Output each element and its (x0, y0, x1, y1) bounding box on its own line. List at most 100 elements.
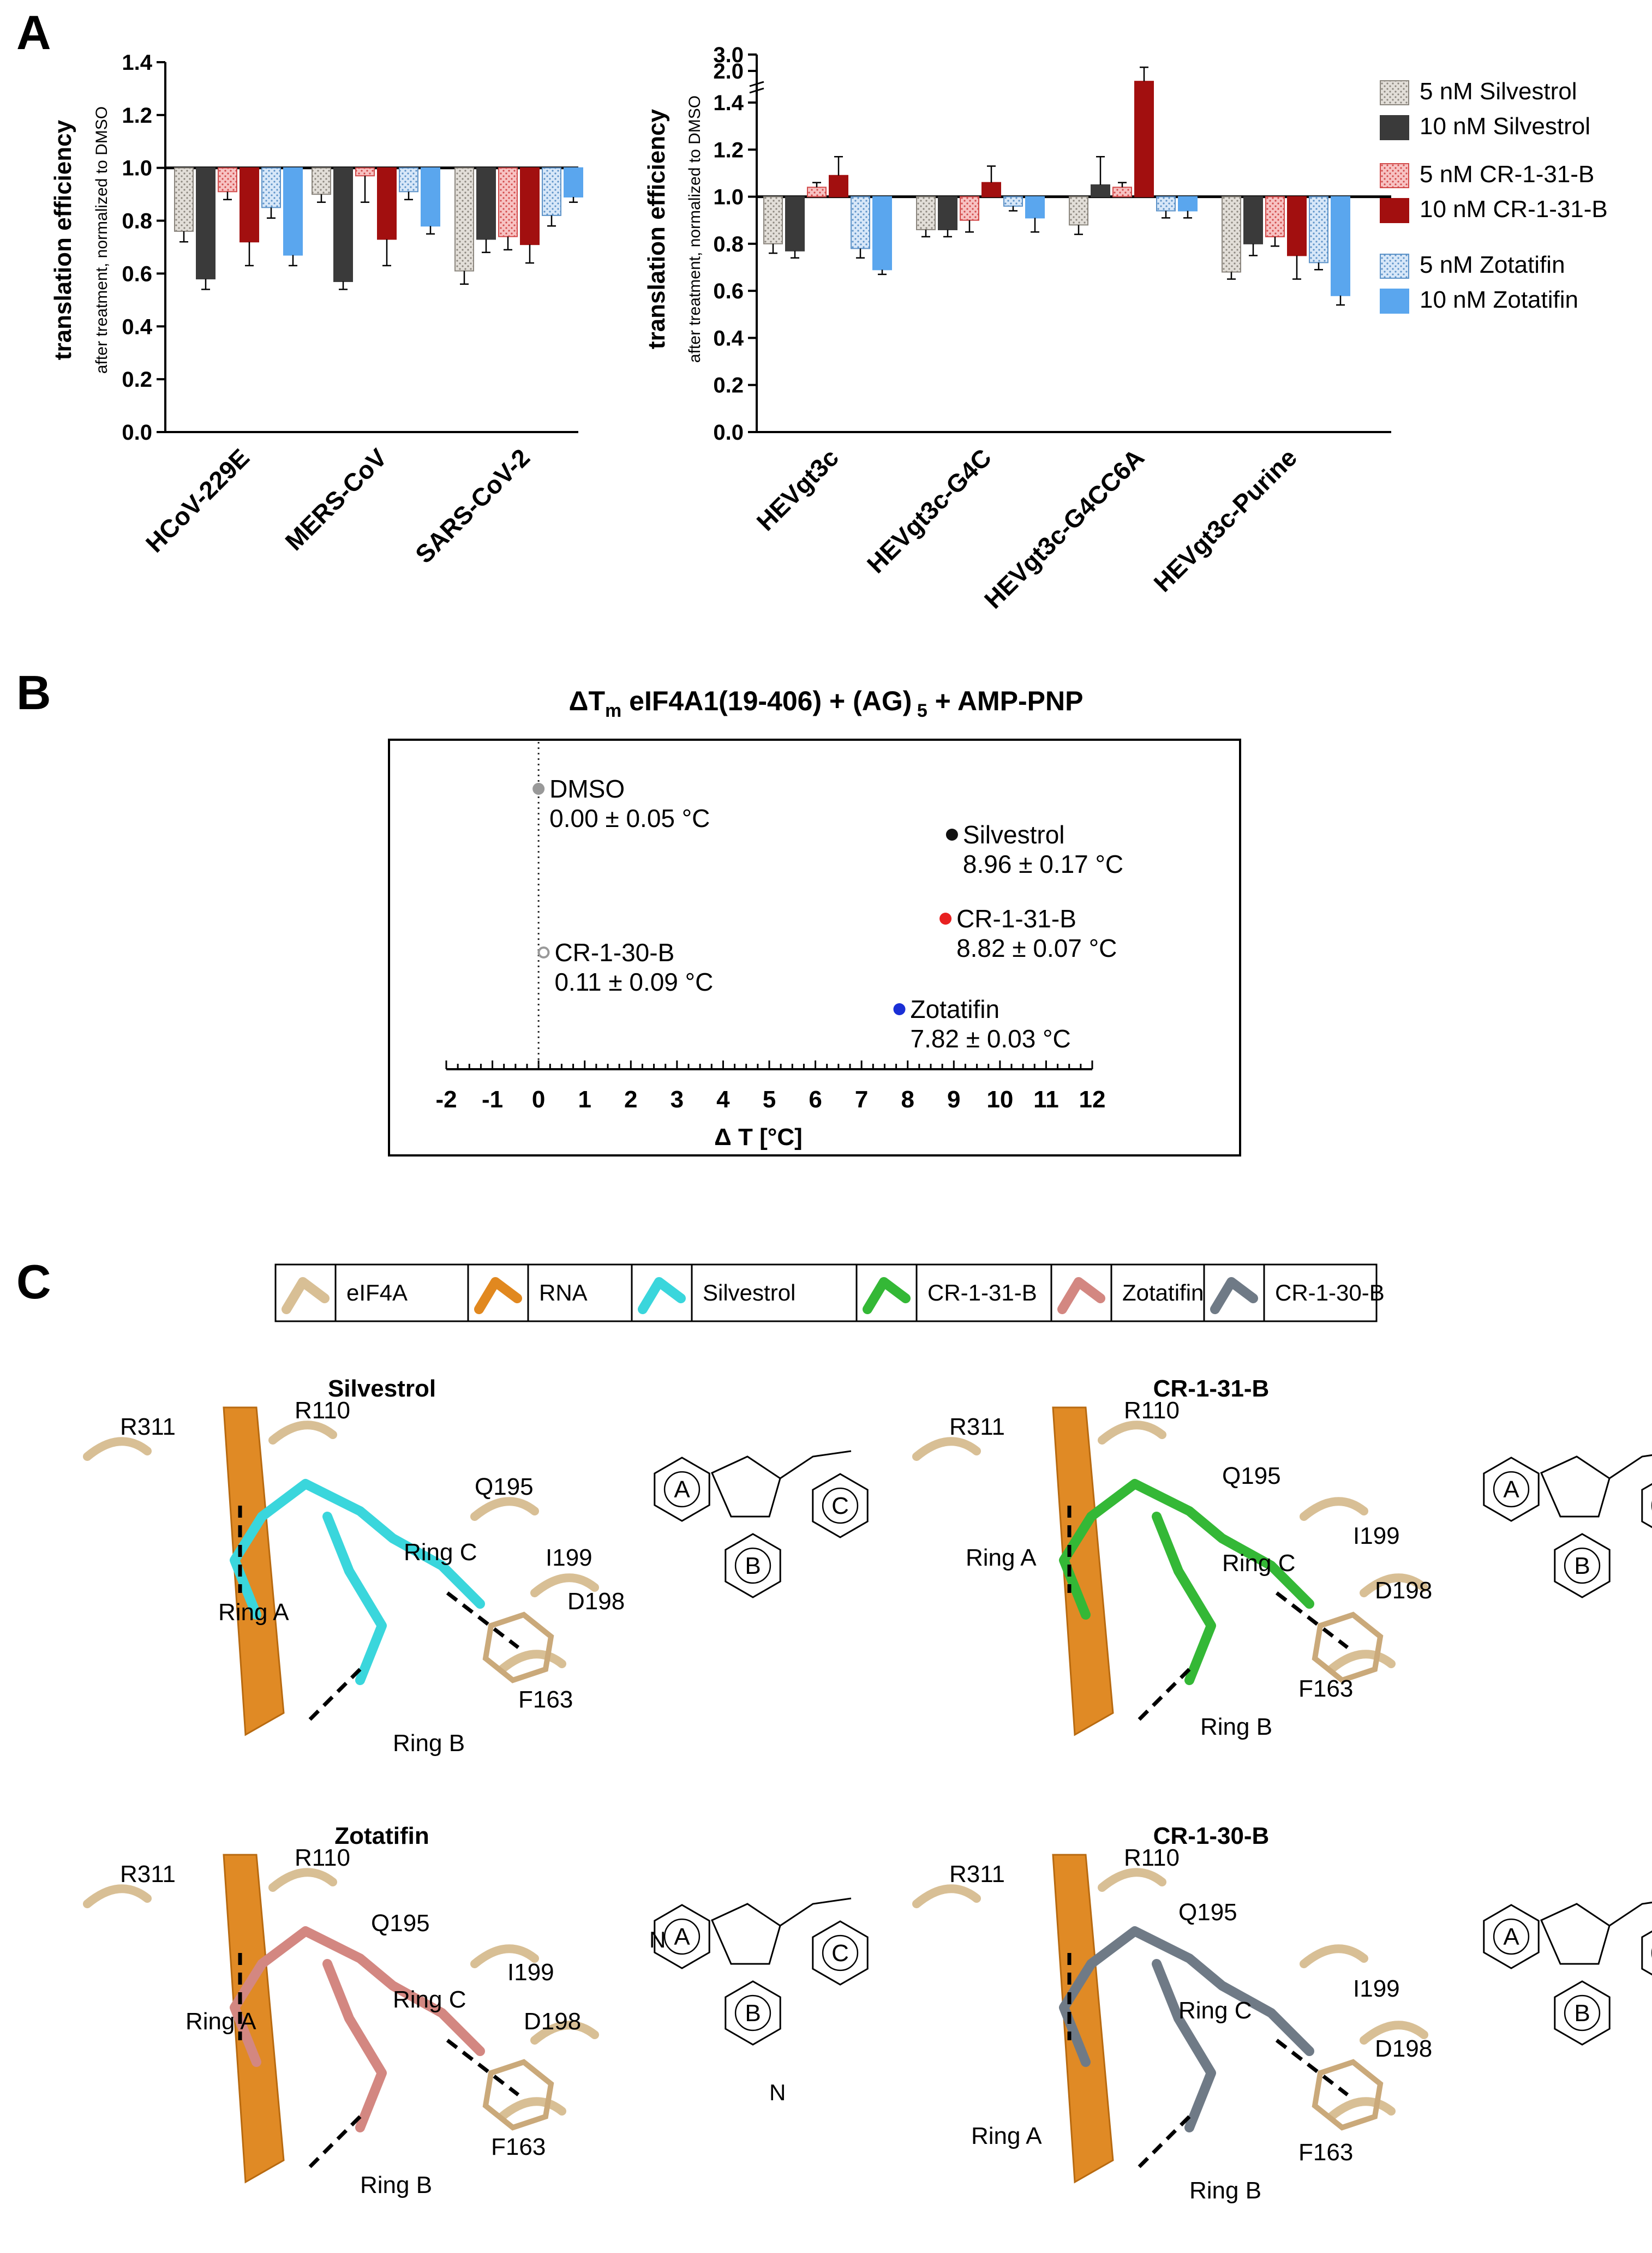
protein-residue (498, 2097, 566, 2121)
category-label: HCoV-229E (140, 443, 255, 558)
chem-ring (725, 1533, 781, 1598)
data-point (939, 913, 952, 925)
chem-ring-label: B (1574, 1553, 1590, 1579)
x-tick-label: 6 (809, 1086, 822, 1113)
bar (520, 167, 540, 245)
stacking-interaction (446, 2039, 520, 2096)
stacking-interaction (1275, 1591, 1349, 1649)
chem-ring-label-circle (663, 1918, 701, 1955)
point-label: CR-1-31-B (956, 904, 1076, 933)
x-tick-label: 3 (671, 1086, 684, 1113)
bar (872, 196, 892, 271)
key-label: Zotatifin (1122, 1280, 1204, 1305)
legend-label: 10 nM Zotatifin (1420, 286, 1578, 313)
residue-label: Ring C (1178, 1997, 1252, 2024)
residue-label: I199 (507, 1959, 554, 1986)
f163-ring (482, 1611, 554, 1683)
category-label: HEVgt3c-Purine (1148, 443, 1302, 597)
y-tick-label: 0.2 (122, 368, 152, 392)
chem-core (1540, 1903, 1611, 1965)
chem-ring-label: B (1574, 2000, 1590, 2027)
chem-ring-label: B (745, 1553, 761, 1579)
bar (785, 196, 805, 251)
stacking-interaction (1133, 2115, 1191, 2173)
protein-residue (1327, 1650, 1396, 1674)
bar (174, 167, 194, 232)
x-tick-label: 12 (1079, 1086, 1106, 1113)
residue-label: R110 (295, 1397, 350, 1424)
residue-label: R110 (1124, 1397, 1180, 1424)
y-tick-label: 3.0 (713, 43, 744, 67)
category-label: HEVgt3c (751, 443, 845, 536)
bar (1243, 196, 1263, 244)
residue-label: R311 (120, 1413, 176, 1440)
key-stick-icon (1210, 1277, 1258, 1314)
point-value: 0.11 ± 0.09 °C (554, 968, 713, 996)
key-frame (274, 1263, 1378, 1322)
legend-label: 10 nM Silvestrol (1420, 113, 1590, 140)
legend-swatch (1380, 115, 1409, 140)
y-axis-right-chart: 0.00.20.40.60.81.01.21.42.03.0 (713, 43, 1391, 445)
legend-swatch (1380, 80, 1409, 105)
y-axis-subtitle: after treatment, normalized to DMSO (93, 106, 111, 374)
bar (763, 196, 783, 244)
chem-ring (1554, 1980, 1611, 2046)
protein-residue (1360, 1573, 1428, 1597)
residue-label: Q195 (475, 1473, 534, 1500)
residue-label: Ring A (185, 2008, 256, 2035)
protein-residue (530, 2021, 599, 2045)
chem-ring-label: A (1503, 1924, 1519, 1950)
y-tick-label: 0.0 (713, 421, 744, 445)
chart-hev: 0.00.20.40.60.81.01.21.42.03.0 translati… (643, 43, 1391, 614)
bar (1003, 196, 1023, 207)
bar (1069, 196, 1088, 226)
protein-residue (1098, 1868, 1166, 1892)
rna-ribbon (1052, 1854, 1114, 2184)
chem-ring (1641, 1930, 1652, 1976)
protein-residue (530, 1573, 599, 1597)
y-tick-label: 0.4 (713, 326, 744, 350)
bar (240, 167, 259, 243)
protein-residue (912, 1437, 981, 1461)
point-label: Silvestrol (963, 820, 1065, 849)
legend-swatch (1380, 198, 1409, 223)
residue-label: F163 (491, 2134, 546, 2160)
chem-ring-label: A (674, 1476, 690, 1503)
chem-substituent (1609, 1454, 1652, 1479)
structure-title: CR-1-30-B (1153, 1823, 1270, 1849)
key-label: CR-1-31-B (927, 1280, 1037, 1305)
bar (421, 167, 440, 227)
bar (1178, 196, 1198, 212)
key-stick-icon (638, 1277, 686, 1314)
point-label: Zotatifin (910, 995, 999, 1023)
y-tick-label: 1.4 (122, 51, 152, 75)
panel-letter-c: C (16, 1255, 51, 1309)
chem-ring (1483, 1904, 1540, 1969)
point-label: DMSO (549, 775, 625, 803)
x-tick-label: 7 (855, 1086, 868, 1113)
y-axis-left-chart: 0.00.20.40.60.81.01.21.4 (122, 51, 578, 445)
y-tick-label: 1.2 (122, 104, 152, 128)
rna-ribbon (1052, 1406, 1114, 1736)
y-tick-label: 0.4 (122, 315, 152, 339)
chem-atom-label: N (769, 2080, 786, 2105)
chem-ring-label: B (745, 2000, 761, 2027)
category-label: HEVgt3c-G4C (861, 443, 997, 578)
y-tick-label: 0.2 (713, 374, 744, 398)
axis-break-mark (749, 87, 764, 94)
axis-break-mark (749, 81, 764, 87)
bar (399, 167, 418, 193)
bar (1287, 196, 1307, 256)
y-tick-label: 0.0 (122, 421, 152, 445)
chem-ring (812, 1473, 869, 1538)
bar (1156, 196, 1176, 212)
y-tick-label: 1.0 (713, 185, 744, 209)
chem-ring-label: A (674, 1924, 690, 1950)
bar (981, 182, 1001, 197)
bar (829, 175, 848, 197)
bar (564, 167, 583, 197)
chem-ring (725, 1980, 781, 2046)
